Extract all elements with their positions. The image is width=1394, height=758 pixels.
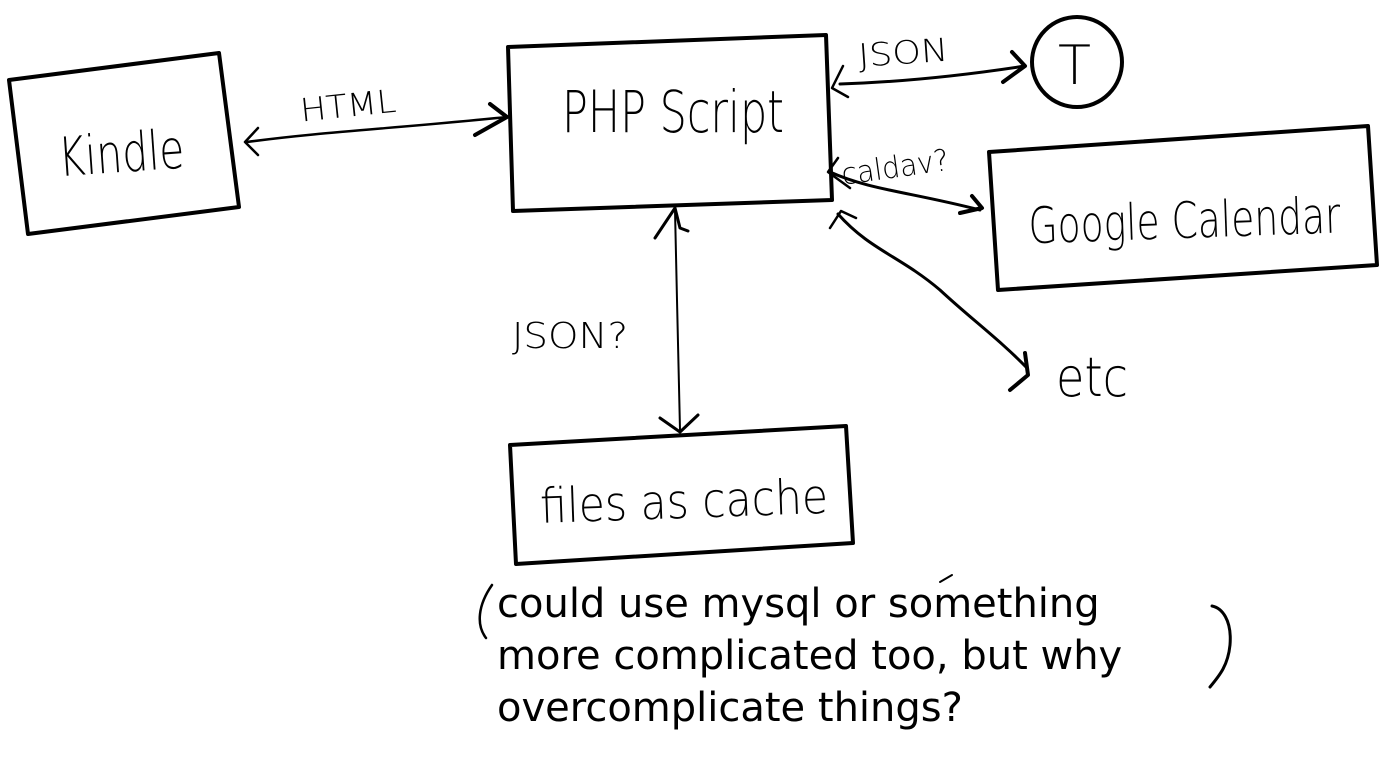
edge-label-json-question: JSON? [512,316,628,357]
files-cache-label: files as cache [539,469,829,535]
note-line: more complicated too, but why [497,633,1123,679]
arrowhead-right-icon [473,102,509,137]
edge-php-etc [828,209,1030,392]
edge-label-caldav: caldav? [839,143,951,193]
node-php-script: PHP Script [506,33,834,213]
files-cache-box [508,424,855,566]
stray-mark [939,574,953,583]
kindle-label: Kindle [56,118,186,190]
arrowhead-up-icon [653,206,690,240]
edge-label-html: HTML [298,82,397,130]
node-google-calendar: Google Calendar [987,124,1379,292]
edge-line [245,115,509,144]
edge-php-twitter: JSON [830,31,1027,99]
note-line: overcomplicate things? [497,685,963,731]
edge-line [836,212,1029,370]
edge-label-json: JSON [857,31,949,75]
php-script-box [506,33,834,213]
arrowhead-right-icon [1001,50,1027,84]
edge-php-cache: JSON? [512,206,700,434]
arrowhead-right-icon [958,194,984,215]
arrowhead-left-icon [828,209,858,230]
google-calendar-label: Google Calendar [1027,186,1341,255]
arrowhead-left-icon [243,126,260,157]
php-script-label: PHP Script [562,78,784,146]
google-calendar-box [987,124,1379,292]
edge-line [828,170,982,212]
arrowhead-right-icon [1008,351,1030,392]
etc-label: etc [1056,346,1128,409]
edge-line [838,64,1027,86]
twitter-circle [1030,15,1124,109]
side-note: could use mysql or something more compli… [497,578,1217,734]
node-kindle: Kindle [7,51,241,236]
close-paren-stroke [1208,604,1232,689]
open-paren-stroke [478,583,494,640]
edge-line [674,209,681,431]
note-line: could use mysql or something [497,581,1100,627]
node-files-cache: files as cache [508,424,855,566]
arrowhead-left-icon [826,156,852,190]
arrowhead-left-icon [830,64,850,99]
edge-php-gcal: caldav? [826,143,984,215]
arrowhead-down-icon [658,413,700,434]
kindle-box [7,51,241,236]
edge-kindle-php: HTML [243,82,509,157]
twitter-label: T [1058,34,1091,97]
node-twitter: T [1030,15,1124,109]
